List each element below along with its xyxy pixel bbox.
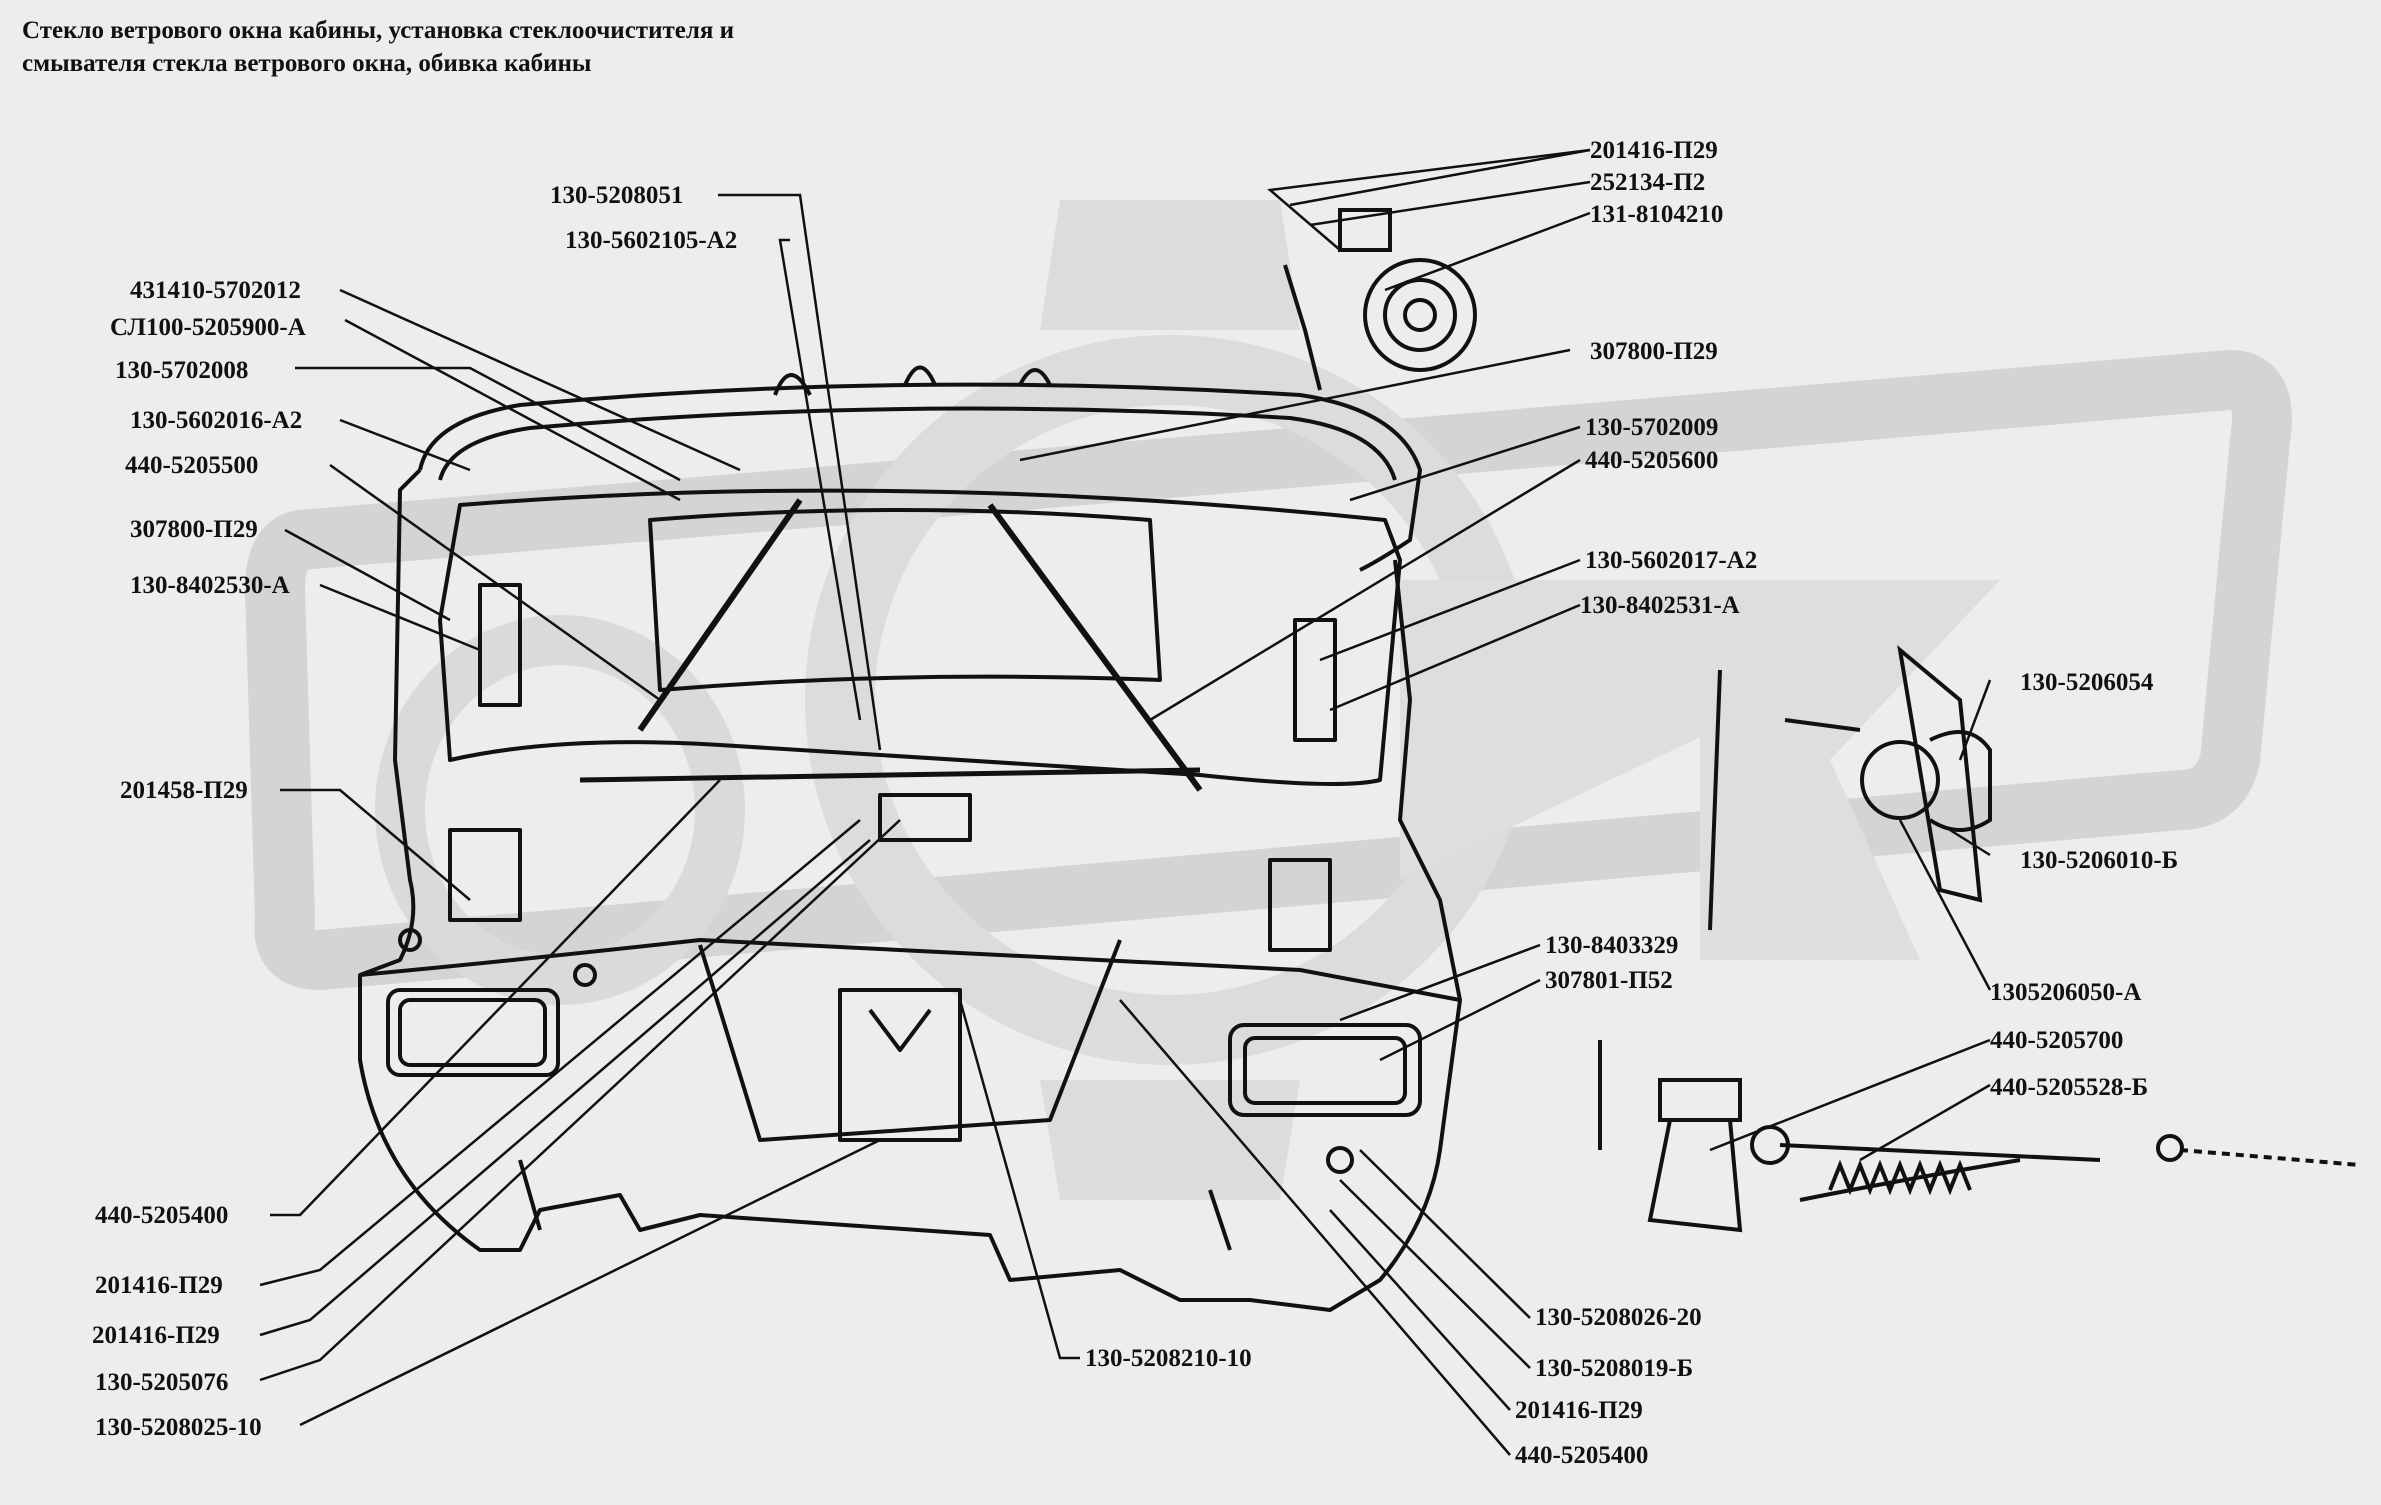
page-title: Стекло ветрового окна кабины, установка … [22,14,1222,80]
label-130-5602017-a2: 130-5602017-А2 [1585,547,1757,574]
label-307800-p29-left: 307800-П29 [130,516,258,543]
label-201416-p29-bottom: 201416-П29 [1515,1397,1643,1424]
label-307800-p29-right: 307800-П29 [1590,338,1718,365]
label-130-5208025-10: 130-5208025-10 [95,1414,262,1441]
title-line-1: Стекло ветрового окна кабины, установка … [22,17,735,44]
horn-detail [1283,208,1477,391]
label-130-5702008: 130-5702008 [115,357,248,384]
hose-detail [1708,645,1992,931]
label-440-5205528-b: 440-5205528-Б [1990,1074,2148,1101]
part-labels: 201416-П29 252134-П2 131-8104210 307800-… [92,137,2178,1469]
label-130-5208210-10: 130-5208210-10 [1085,1345,1252,1372]
label-201416-p29-left-1: 201416-П29 [95,1272,223,1299]
label-440-5205600: 440-5205600 [1585,447,1718,474]
label-201416-p29-left-2: 201416-П29 [92,1322,220,1349]
label-431410-5702012: 431410-5702012 [130,277,301,304]
spring-linkage-detail [1598,1040,2361,1233]
label-130-5208026-20: 130-5208026-20 [1535,1304,1702,1331]
label-1305206050-a: 1305206050-А [1990,979,2141,1006]
label-130-5602105-a2: 130-5602105-А2 [565,227,737,254]
label-201416-p29-top: 201416-П29 [1590,137,1718,164]
label-131-8104210: 131-8104210 [1590,201,1723,228]
label-130-5702009: 130-5702009 [1585,414,1718,441]
title-line-2: смывателя стекла ветрового окна, обивка … [22,50,592,77]
label-440-5205700: 440-5205700 [1990,1027,2123,1054]
label-201458-p29: 201458-П29 [120,777,248,804]
leader-lines [259,148,1992,1456]
label-130-8402531-a: 130-8402531-А [1580,592,1740,619]
label-252134-p2: 252134-П2 [1590,169,1705,196]
label-307801-p52: 307801-П52 [1545,967,1673,994]
label-130-5208019-b: 130-5208019-Б [1535,1355,1693,1382]
label-130-8402530-a: 130-8402530-А [130,572,290,599]
label-440-5205400-bottom: 440-5205400 [1515,1442,1648,1469]
label-440-5205400-left: 440-5205400 [95,1202,228,1229]
label-130-8403329: 130-8403329 [1545,932,1678,959]
label-130-5205076: 130-5205076 [95,1369,228,1396]
label-130-5206010-b: 130-5206010-Б [2020,847,2178,874]
label-440-5205500: 440-5205500 [125,452,258,479]
label-130-5602016-a2: 130-5602016-А2 [130,407,302,434]
label-sl100-5205900-a: СЛ100-5205900-А [110,314,306,341]
label-130-5208051: 130-5208051 [550,182,683,209]
cab-drawing [358,365,1462,1312]
label-130-5206054: 130-5206054 [2020,669,2154,696]
